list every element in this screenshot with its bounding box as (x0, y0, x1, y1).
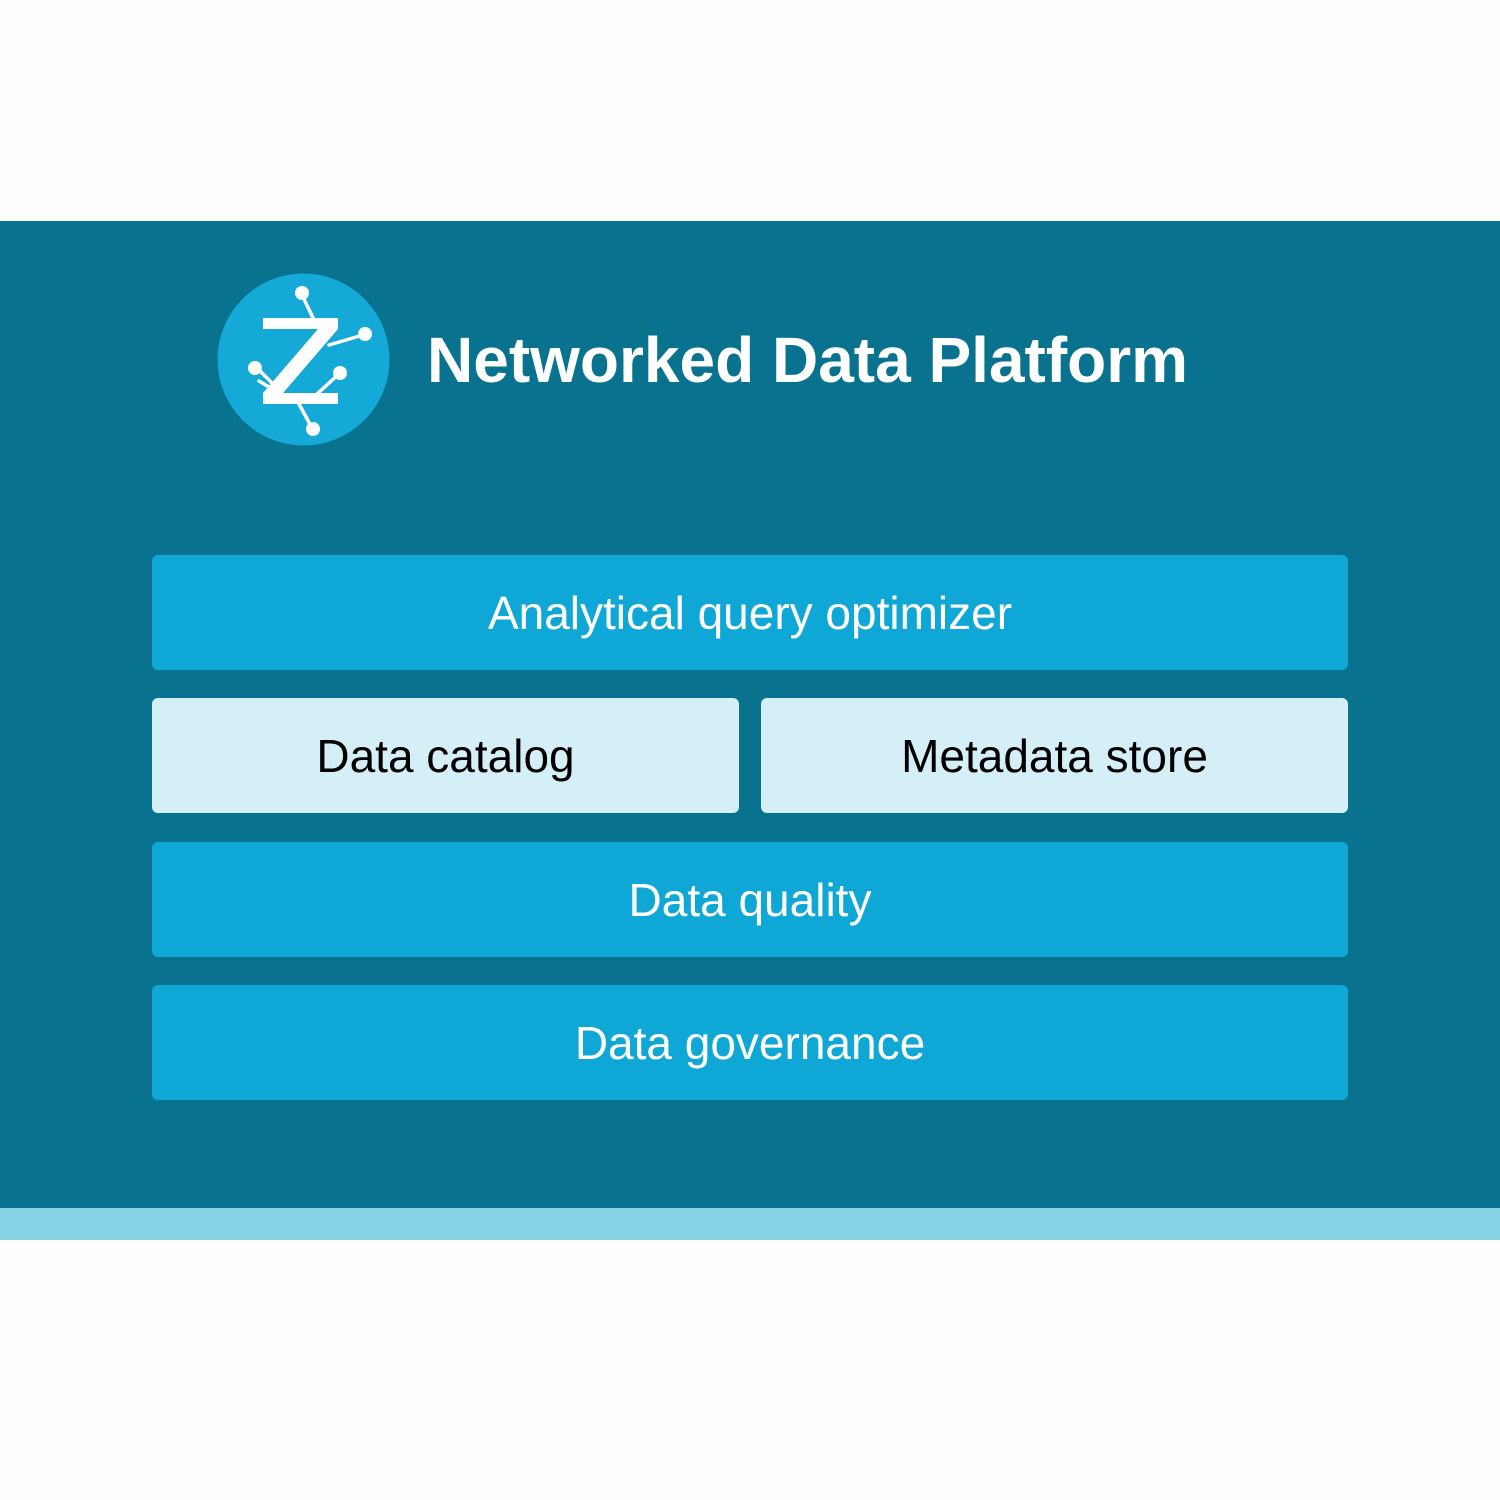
layer-data-quality: Data quality (152, 842, 1348, 957)
layer-data-catalog: Data catalog (152, 698, 739, 813)
layer-metadata-store: Metadata store (761, 698, 1348, 813)
z-network-logo-icon (217, 273, 390, 446)
layer-analytical-query-optimizer: Analytical query optimizer (152, 555, 1348, 670)
page-title: Networked Data Platform (427, 324, 1189, 396)
layer-data-governance: Data governance (152, 985, 1348, 1100)
accent-bar (0, 1208, 1500, 1240)
